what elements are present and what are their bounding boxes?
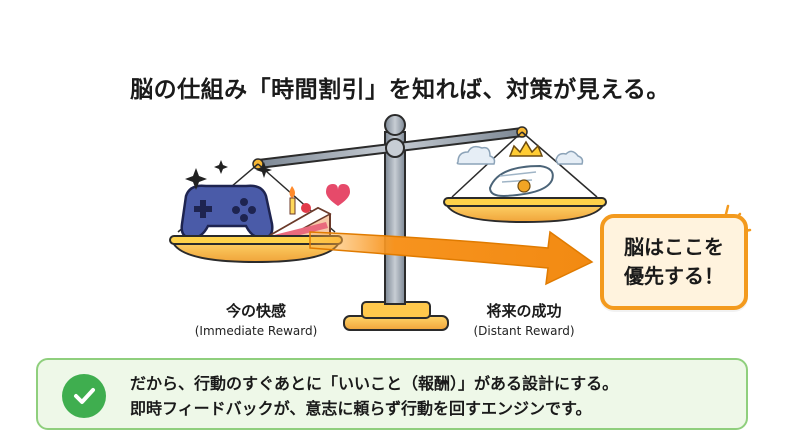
banner-line-2: 即時フィードバックが、意志に頼らず行動を回すエンジンです。 [130,399,592,418]
scale-knob [384,114,406,136]
sparkle-icon [185,160,272,190]
left-pan-title: 今の快感 [225,302,286,320]
left-pan [169,235,343,264]
right-pan [443,197,607,224]
banner-line-1: だから、行動のすぐあとに「いいこと（報酬）」がある設計にする。 [130,374,619,393]
game-controller-icon [180,184,274,240]
check-icon [62,374,106,418]
right-pan-title: 将来の成功 [486,302,562,320]
right-pan-subtitle: (Distant Reward) [473,324,575,338]
diploma-scroll-icon [488,164,554,198]
priority-arrow [309,230,594,286]
crown-icon [508,140,544,157]
left-pan-subtitle: (Immediate Reward) [194,324,318,338]
banner-text: だから、行動のすぐあとに「いいこと（報酬）」がある設計にする。 即時フィードバッ… [130,371,618,421]
heart-icon [326,184,350,206]
conclusion-banner: だから、行動のすぐあとに「いいこと（報酬）」がある設計にする。 即時フィードバッ… [36,358,748,430]
scale-base [343,301,449,331]
cloud-icon [456,145,584,165]
callout-line-2: 優先する！ [624,264,724,288]
page-title: 脳の仕組み「時間割引」を知れば、対策が見える。 [130,77,670,103]
priority-callout: 脳はここを 優先する！ [600,214,748,310]
callout-line-1: 脳はここを [624,235,724,259]
